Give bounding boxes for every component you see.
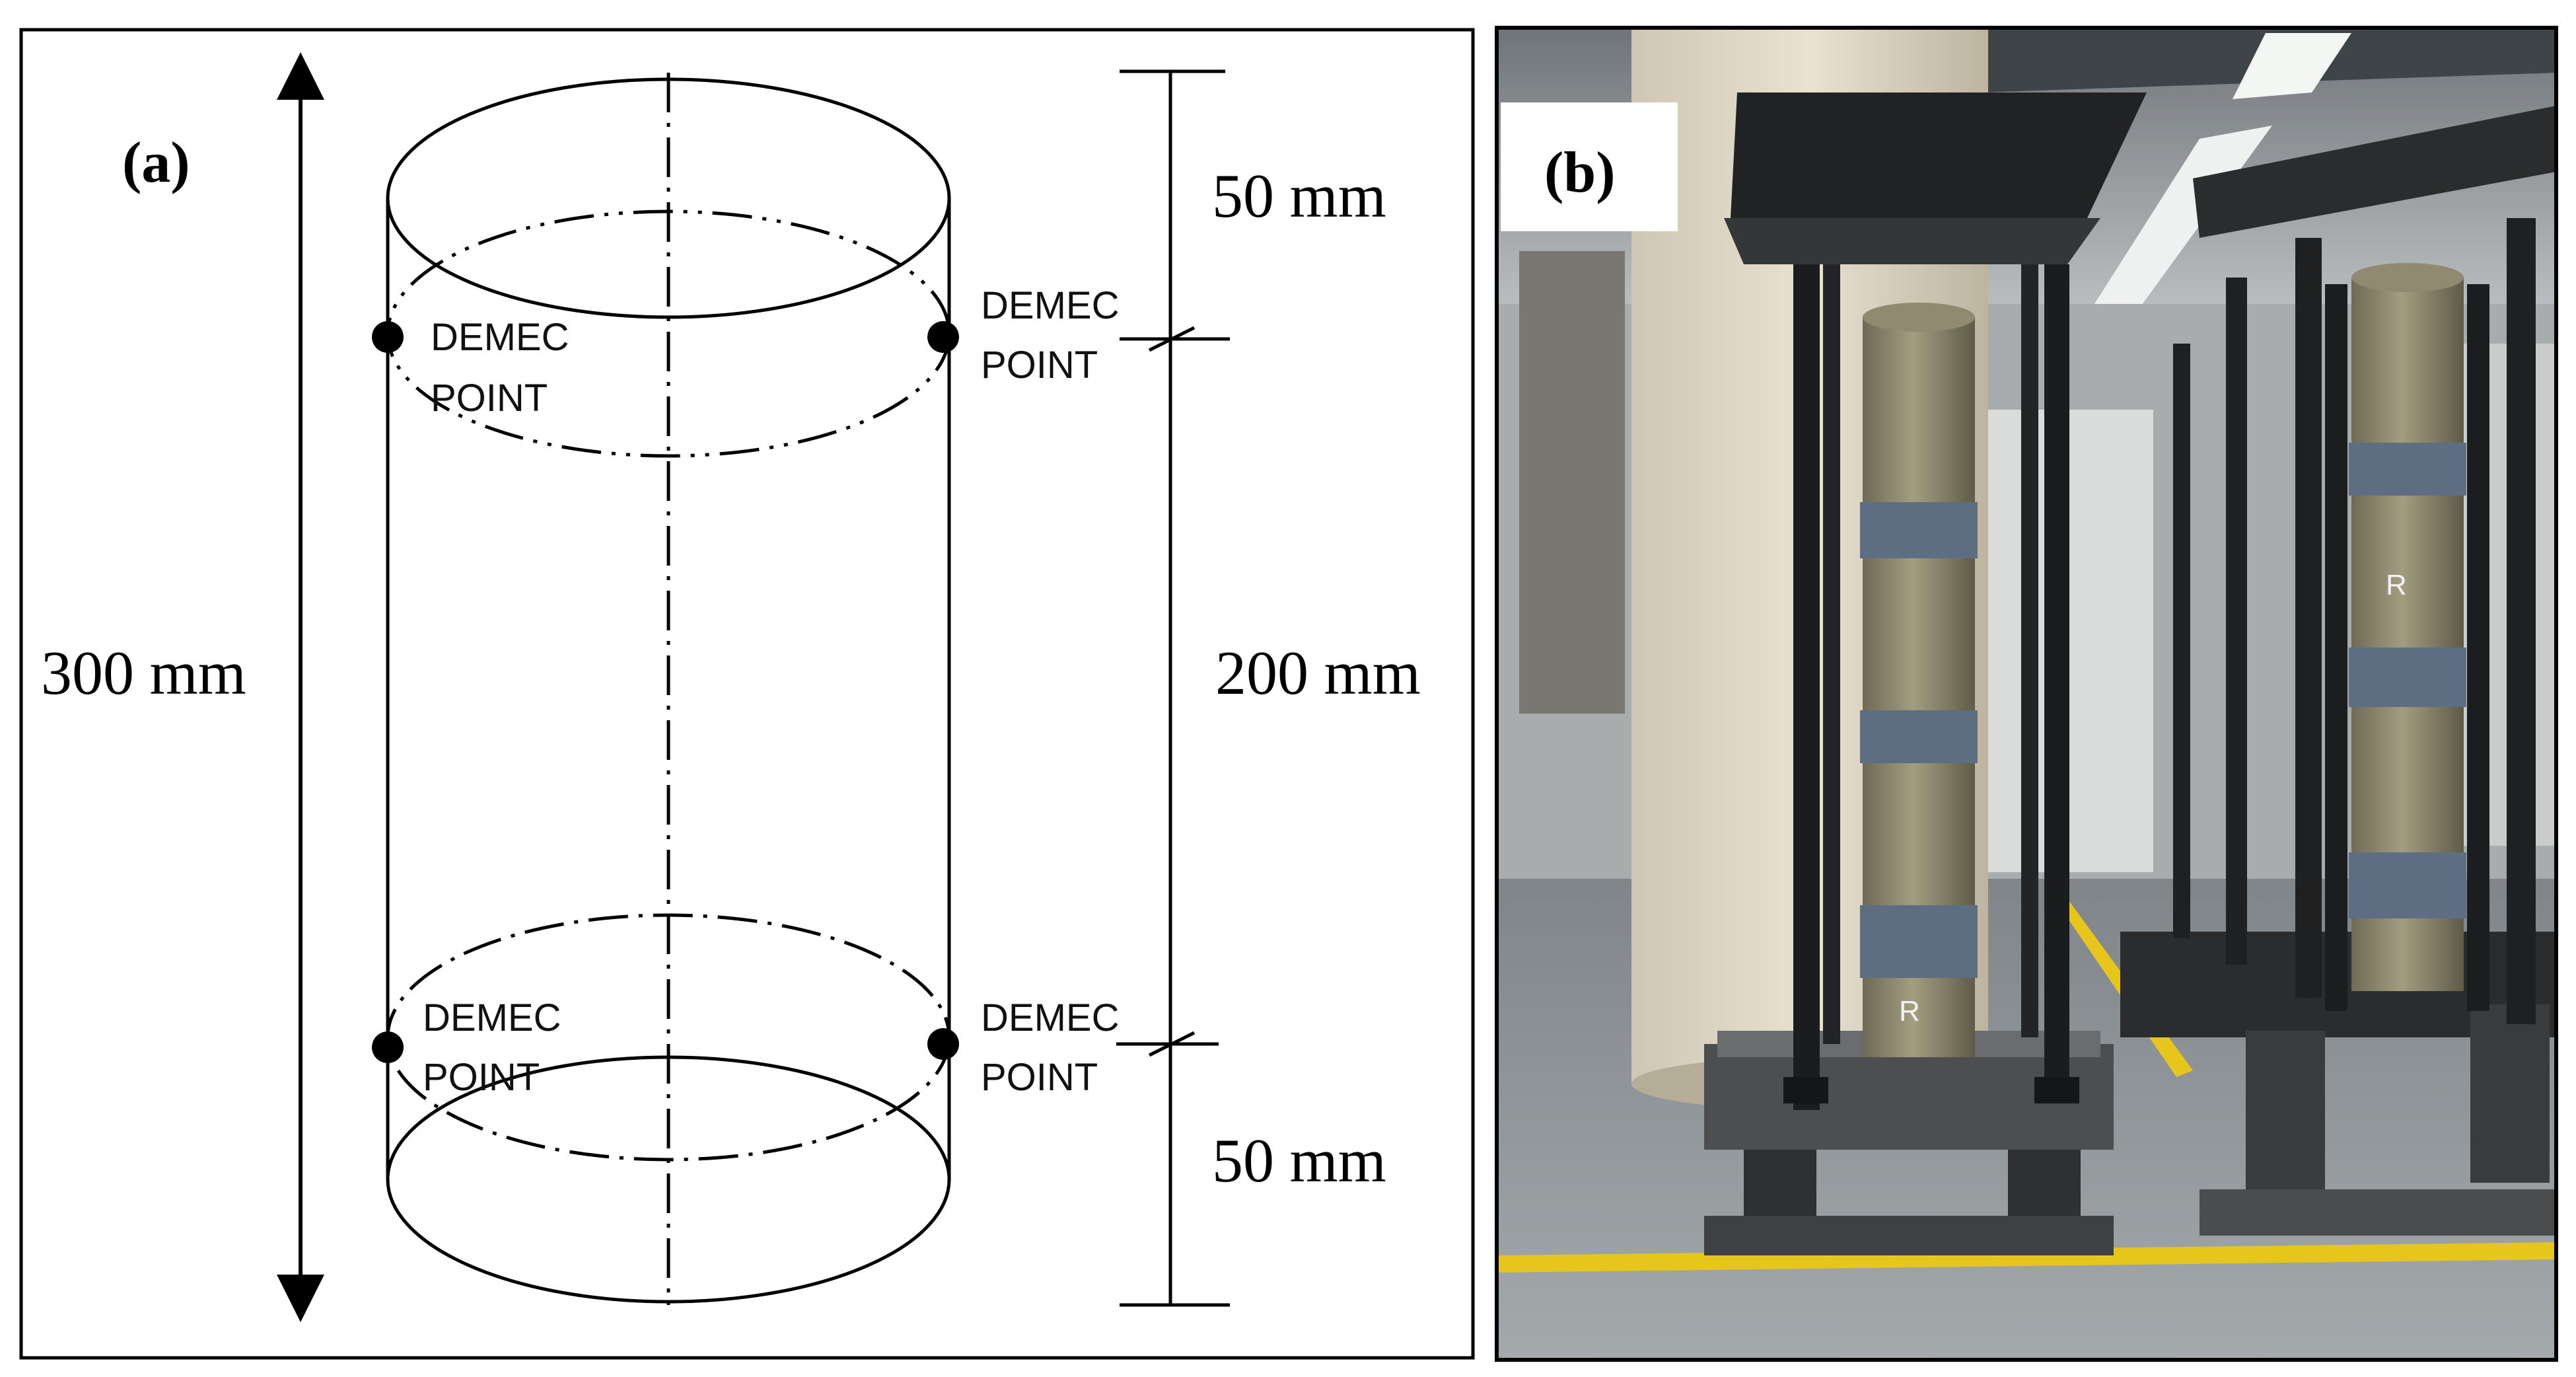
rig-rod (2226, 278, 2247, 965)
panel-b-frame (1495, 26, 2558, 1362)
rear-column-top (2351, 263, 2464, 292)
back-equipment (1519, 251, 1625, 714)
rig-top-plate-upper (1731, 93, 2147, 218)
rear-column-tape (2349, 648, 2466, 707)
rig-spring-stack (1744, 1150, 1816, 1222)
rig-rod (2295, 238, 2322, 998)
demec-dot (927, 1028, 959, 1060)
panel-a-frame (19, 28, 1475, 1360)
dimension-line (1116, 69, 1230, 1307)
panel-b-label: (b) (1544, 141, 1616, 205)
floor-yellow-line (1497, 1242, 2556, 1273)
lab-photo: R R (1497, 28, 2556, 1360)
rig-nut (2034, 1077, 2079, 1103)
demec-label: POINT (431, 377, 548, 420)
rear-column-marking: R (2386, 569, 2407, 601)
front-column-tape (1860, 905, 1978, 978)
rig-top-plate-lower (1724, 218, 2100, 264)
rig-rod (2044, 264, 2069, 1097)
demec-dot (927, 321, 959, 353)
demec-label: DEMEC (431, 316, 569, 359)
rig-rod (2467, 284, 2489, 1011)
demec-point-top-right: DEMEC POINT (927, 284, 1119, 387)
demec-point-bottom-left: DEMEC POINT (372, 996, 561, 1099)
rig-spring-stack (2246, 1031, 2325, 1189)
dimension-slash-upper (1148, 326, 1196, 352)
rig-bottom-plate (2200, 1189, 2556, 1236)
demec-label: DEMEC (981, 996, 1119, 1039)
rig-rod (2507, 218, 2536, 1024)
demec-label: DEMEC (423, 996, 561, 1039)
rig-nut (1783, 1077, 1828, 1103)
demec-label: DEMEC (981, 284, 1119, 327)
rig-bottom-plate (1704, 1216, 2114, 1255)
front-column-tape (1860, 710, 1978, 763)
front-column-tape (1860, 502, 1978, 558)
top-segment-label: 50 mm (1212, 162, 1386, 231)
rig-rod (2325, 284, 2347, 1011)
rig-rod (2021, 264, 2038, 1037)
rig-spring-stack (2470, 1004, 2550, 1183)
front-column-top (1863, 303, 1975, 332)
total-height-label: 300 mm (41, 639, 246, 708)
rear-loading-rig: R (2120, 106, 2556, 1236)
middle-segment-label: 200 mm (1215, 639, 1421, 708)
front-loading-rig: R (1704, 93, 2147, 1255)
rig-top-plate (2193, 106, 2556, 238)
demec-point-bottom-right: DEMEC POINT (927, 996, 1119, 1099)
rig-spring-stack (2008, 1150, 2081, 1222)
panel-a: (a) 300 mm DEMEC POINT DEM (19, 28, 1475, 1360)
demec-point-top-left: DEMEC POINT (372, 316, 569, 420)
demec-dot (372, 1031, 404, 1063)
bottom-segment-label: 50 mm (1212, 1127, 1386, 1195)
demec-label: POINT (981, 344, 1098, 387)
dimension-slash-lower (1148, 1031, 1196, 1057)
ceiling-light (2233, 33, 2351, 99)
panel-b-label-box (1501, 102, 1678, 231)
demec-dot (372, 321, 404, 353)
rig-rod (1823, 264, 1840, 1044)
demec-label: POINT (981, 1056, 1098, 1099)
panel-a-label: (a) (122, 131, 190, 195)
panel-b: R R (1495, 26, 2558, 1362)
rear-column-tape (2349, 443, 2466, 496)
demec-label: POINT (423, 1056, 540, 1099)
rig-rod (1793, 264, 1820, 1110)
rig-rod (2173, 344, 2190, 938)
front-column-marking: R (1899, 995, 1920, 1027)
rear-column-tape (2349, 852, 2466, 918)
